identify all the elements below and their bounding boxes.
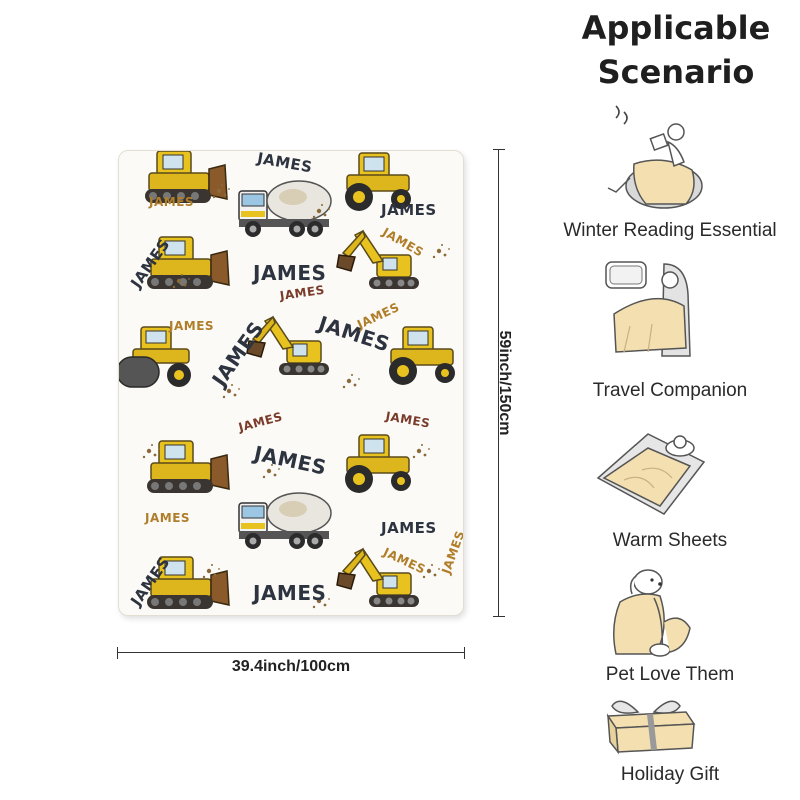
road-roller-icon: [119, 326, 192, 388]
tractor-icon: [388, 326, 456, 386]
scenario-label-reading: Winter Reading Essential: [563, 220, 777, 241]
height-dimension-line: [493, 149, 505, 617]
bed-sleeping-icon: [596, 433, 706, 515]
blanket-name-text: JAMES: [169, 319, 215, 333]
dog-blanket-icon: [613, 569, 691, 657]
height-dimension-label: 59inch/150cm: [496, 330, 513, 436]
blanket-name-text: JAMES: [381, 519, 437, 537]
scenario-title-line1: Applicable: [581, 9, 771, 47]
scenario-title-line2: Scenario: [597, 53, 755, 91]
mixer-truck-icon: [238, 492, 332, 550]
blanket-name-text: JAMES: [253, 261, 327, 285]
construction-vehicle-pattern: [119, 151, 456, 610]
blanket-name-text: JAMES: [145, 511, 191, 525]
blanket-name-text: JAMES: [253, 581, 327, 605]
blanket-name-text: JAMES: [149, 195, 195, 209]
reading-chair-icon: [607, 105, 703, 209]
scenario-label-warm-sheets: Warm Sheets: [612, 530, 728, 551]
gift-box-icon: [606, 700, 696, 755]
scenario-label-travel: Travel Companion: [592, 380, 748, 401]
blanket-name-text: JAMES: [381, 201, 437, 219]
scenario-title: Applicable Scenario: [548, 6, 800, 94]
travel-seat-icon: [605, 261, 691, 357]
mixer-truck-icon: [238, 180, 332, 238]
tractor-icon: [344, 434, 412, 494]
blanket-image: JAMES JAMES JAMES JAMES JAMES JAMES JAME…: [118, 150, 464, 616]
scenario-label-pet: Pet Love Them: [605, 664, 735, 685]
scenario-label-gift: Holiday Gift: [620, 764, 720, 785]
width-dimension-line: [117, 647, 465, 659]
width-dimension-label: 39.4inch/100cm: [231, 658, 351, 675]
